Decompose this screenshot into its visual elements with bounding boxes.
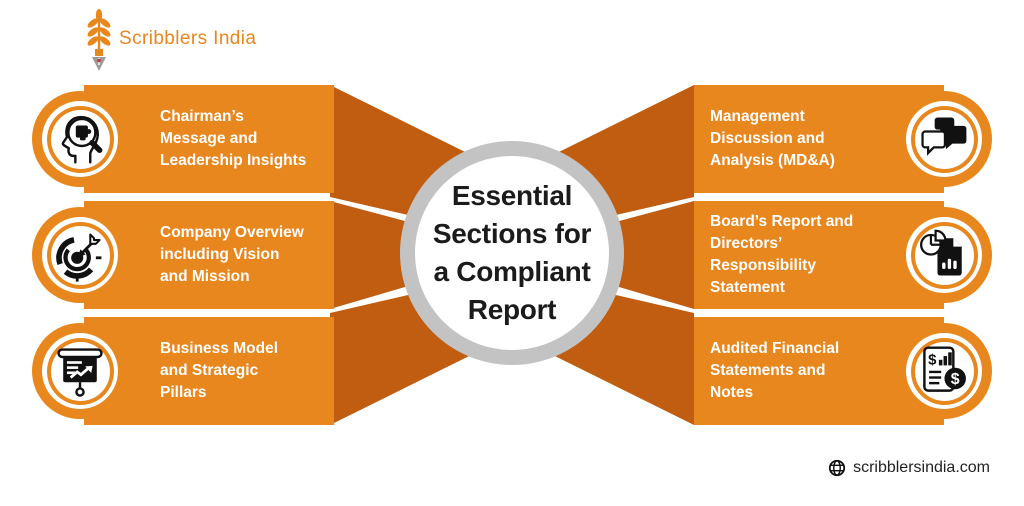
medallion-business-model	[32, 323, 128, 419]
head-magnifier-icon	[61, 115, 103, 164]
wheat-pen-icon	[87, 9, 111, 71]
center-title-line: a Compliant	[433, 256, 591, 287]
banner-line: Board’s Report and	[710, 213, 854, 230]
banner-line: Responsibility	[710, 257, 816, 274]
medallion-audited-financials: $ $	[896, 323, 992, 419]
banner-line: Discussion and	[710, 130, 825, 147]
financial-statement-icon: $ $	[923, 346, 966, 392]
center-title-line: Essential	[451, 180, 573, 211]
center-title: Essential Sections for a Compliant Repor…	[412, 177, 612, 329]
banner-line: Directors’	[710, 235, 783, 252]
banner-line: Leadership Insights	[160, 152, 307, 169]
banner-line: Notes	[710, 384, 754, 401]
target-dart-icon	[56, 233, 102, 282]
footer: scribblersindia.com	[828, 459, 990, 477]
globe-icon	[828, 459, 846, 477]
banner-line: Business Model	[160, 340, 278, 357]
banner-boards-report: Board’s Report and Directors’ Responsibi…	[694, 201, 944, 309]
banner-line: and Mission	[160, 268, 250, 285]
banner-line: Statements and	[710, 362, 826, 379]
medallion-company-overview	[32, 207, 128, 303]
banner-line: Statement	[710, 279, 785, 296]
banner-line: including Vision	[160, 246, 280, 263]
brand-logo: Scribblers India	[82, 6, 256, 72]
svg-text:$: $	[928, 351, 937, 368]
center-circle	[415, 156, 609, 350]
banner-line: and Strategic	[160, 362, 259, 379]
banner-line: Audited Financial	[710, 340, 840, 357]
banner-line: Management	[710, 108, 805, 125]
presentation-chart-icon	[57, 348, 103, 397]
center-title-line: Sections for	[432, 218, 592, 249]
medallion-mdna	[896, 91, 992, 187]
center-title-line: Report	[467, 294, 557, 325]
banner-line: Company Overview	[160, 224, 304, 241]
medallion-boards-report	[896, 207, 992, 303]
chat-bubbles-icon	[921, 117, 967, 156]
report-piechart-icon	[920, 229, 962, 276]
medallion-chairman	[32, 91, 128, 187]
banner-line: Message and	[160, 130, 258, 147]
website-url: scribblersindia.com	[853, 459, 990, 476]
svg-text:$: $	[951, 371, 960, 388]
banner-line: Pillars	[160, 384, 207, 401]
banner-line: Chairman’s	[160, 108, 244, 125]
banner-line: Analysis (MD&A)	[710, 152, 835, 169]
brand-name: Scribblers India	[119, 28, 257, 49]
